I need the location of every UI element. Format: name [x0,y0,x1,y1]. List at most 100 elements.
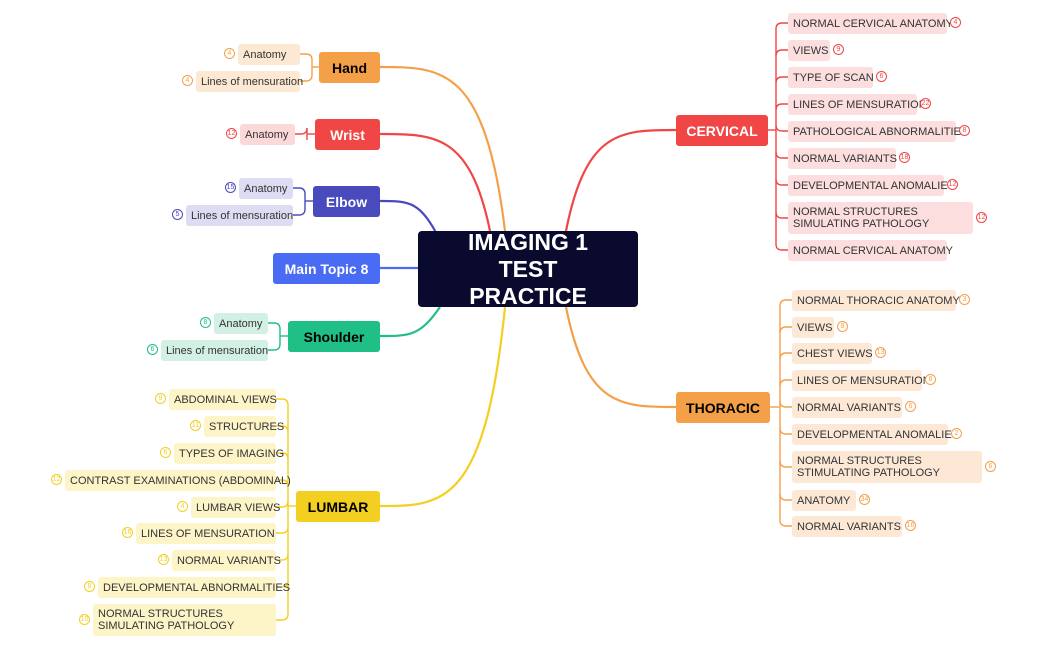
subtopic-thoracic[interactable]: NORMAL VARIANTS [792,516,902,537]
count-badge: 16 [905,520,916,531]
subtopic-lumbar[interactable]: DEVELOPMENTAL ABNORMALITIES [98,577,290,598]
subtopic-thoracic[interactable]: NORMAL STRUCTURES STIMULATING PATHOLOGY [792,451,982,483]
connector-line [779,460,792,468]
subtopic-label: NORMAL CERVICAL ANATOMY [793,17,953,30]
subtopic-label: NORMAL CERVICAL ANATOMY [793,244,953,257]
main-topic-lumbar[interactable]: LUMBAR [296,491,380,522]
subtopic-shoulder[interactable]: Anatomy [214,313,268,334]
subtopic-lumbar[interactable]: NORMAL VARIANTS [172,550,281,571]
connector-line [779,400,792,408]
subtopic-cervical[interactable]: NORMAL VARIANTS [788,148,897,169]
count-badge: 12 [947,179,958,190]
subtopic-label: VIEWS [793,44,829,57]
subtopic-cervical[interactable]: NORMAL STRUCTURES SIMULATING PATHOLOGY [788,202,973,234]
subtopic-cervical[interactable]: VIEWS [788,40,830,61]
subtopic-thoracic[interactable]: LINES OF MENSURATION [792,370,931,391]
subtopic-hand[interactable]: Lines of mensuration [196,71,304,92]
subtopic-lumbar[interactable]: LINES OF MENSURATION [136,523,276,544]
subtopic-thoracic[interactable]: DEVELOPMENTAL ANOMALIES [792,424,959,445]
subtopic-elbow[interactable]: Anatomy [239,178,293,199]
count-badge: 16 [122,527,133,538]
subtopic-label: Anatomy [243,48,287,61]
subtopic-elbow[interactable]: Lines of mensuration [186,205,293,226]
connector-line [564,128,677,232]
connector-line [779,519,792,527]
main-topic-shoulder[interactable]: Shoulder [288,321,380,352]
central-topic[interactable]: IMAGING 1 TEST PRACTICE [418,229,638,309]
connector-line [379,306,507,508]
count-badge: 8 [200,317,211,328]
subtopic-label: VIEWS [797,321,833,334]
connector-line [564,306,677,409]
subtopic-shoulder[interactable]: Lines of mensuration [161,340,268,361]
subtopic-label: DEVELOPMENTAL ANOMALIES [793,179,955,192]
connector-line [775,76,788,84]
subtopic-cervical[interactable]: DEVELOPMENTAL ANOMALIES [788,175,955,196]
count-badge: 12 [51,474,62,485]
connector-line [775,178,788,186]
subtopic-cervical[interactable]: TYPE OF SCAN [788,67,874,88]
subtopic-label: Lines of mensuration [166,344,269,357]
count-badge: 12 [976,212,987,223]
connector-line [775,49,788,57]
count-badge: 6 [160,447,171,458]
subtopic-lumbar[interactable]: NORMAL STRUCTURES SIMULATING PATHOLOGY [93,604,276,636]
subtopic-thoracic[interactable]: NORMAL VARIANTS [792,397,902,418]
subtopic-lumbar[interactable]: LUMBAR VIEWS [191,497,280,518]
subtopic-cervical[interactable]: NORMAL CERVICAL ANATOMY [788,240,953,261]
connector-line [293,187,306,195]
subtopic-label: Anatomy [244,182,288,195]
subtopic-thoracic[interactable]: VIEWS [792,317,834,338]
count-badge: 12 [226,128,237,139]
count-badge: 8 [84,581,95,592]
connector-line [276,398,289,406]
subtopic-cervical[interactable]: PATHOLOGICAL ABNORMALITIES [788,121,968,142]
subtopic-label: CHEST VIEWS [797,347,873,360]
subtopic-lumbar[interactable]: TYPES OF IMAGING [174,443,284,464]
connector-line [276,479,289,487]
subtopic-lumbar[interactable]: CONTRAST EXAMINATIONS (ABDOMINAL) [65,470,291,491]
subtopic-wrist[interactable]: Anatomy [240,124,295,145]
connector-line [379,306,441,338]
main-topic-thoracic[interactable]: THORACIC [676,392,770,423]
subtopic-label: NORMAL THORACIC ANATOMY [797,294,960,307]
subtopic-label: DEVELOPMENTAL ANOMALIES [797,428,959,441]
count-badge: 9 [155,393,166,404]
main-topic-elbow[interactable]: Elbow [313,186,380,217]
main-topic-cervical[interactable]: CERVICAL [676,115,768,146]
subtopic-lumbar[interactable]: STRUCTURES [204,416,284,437]
main-topic-label: Main Topic 8 [284,260,369,277]
main-topic-wrist[interactable]: Wrist [315,119,380,150]
main-topic-label: Hand [332,59,367,76]
subtopic-label: TYPE OF SCAN [793,71,874,84]
connector-line [276,553,289,561]
count-badge: 8 [925,374,936,385]
count-badge: 13 [875,347,886,358]
subtopic-label: NORMAL STRUCTURES SIMULATING PATHOLOGY [98,608,235,632]
subtopic-label: NORMAL VARIANTS [793,152,897,165]
subtopic-label: STRUCTURES [209,420,285,433]
connector-line [775,243,788,251]
subtopic-lumbar[interactable]: ABDOMINAL VIEWS [169,389,277,410]
subtopic-thoracic[interactable]: ANATOMY [792,490,856,511]
subtopic-label: Lines of mensuration [201,75,304,88]
main-topic-hand[interactable]: Hand [319,52,380,83]
count-badge: 10 [79,614,90,625]
subtopic-label: NORMAL VARIANTS [797,401,901,414]
subtopic-thoracic[interactable]: NORMAL THORACIC ANATOMY [792,290,960,311]
main-topic-label: Wrist [330,126,365,143]
subtopic-label: Anatomy [219,317,263,330]
connector-line [775,22,788,30]
connector-line [779,379,792,387]
subtopic-hand[interactable]: Anatomy [238,44,300,65]
count-badge: 15 [225,182,236,193]
subtopic-cervical[interactable]: NORMAL CERVICAL ANATOMY [788,13,953,34]
subtopic-thoracic[interactable]: CHEST VIEWS [792,343,873,364]
subtopic-cervical[interactable]: LINES OF MENSURATION [788,94,927,115]
subtopic-label: NORMAL VARIANTS [797,520,901,533]
subtopic-label: Lines of mensuration [191,209,294,222]
main-topic-main8[interactable]: Main Topic 8 [273,253,380,284]
subtopic-label: LINES OF MENSURATION [797,374,931,387]
subtopic-label: LINES OF MENSURATION [793,98,927,111]
